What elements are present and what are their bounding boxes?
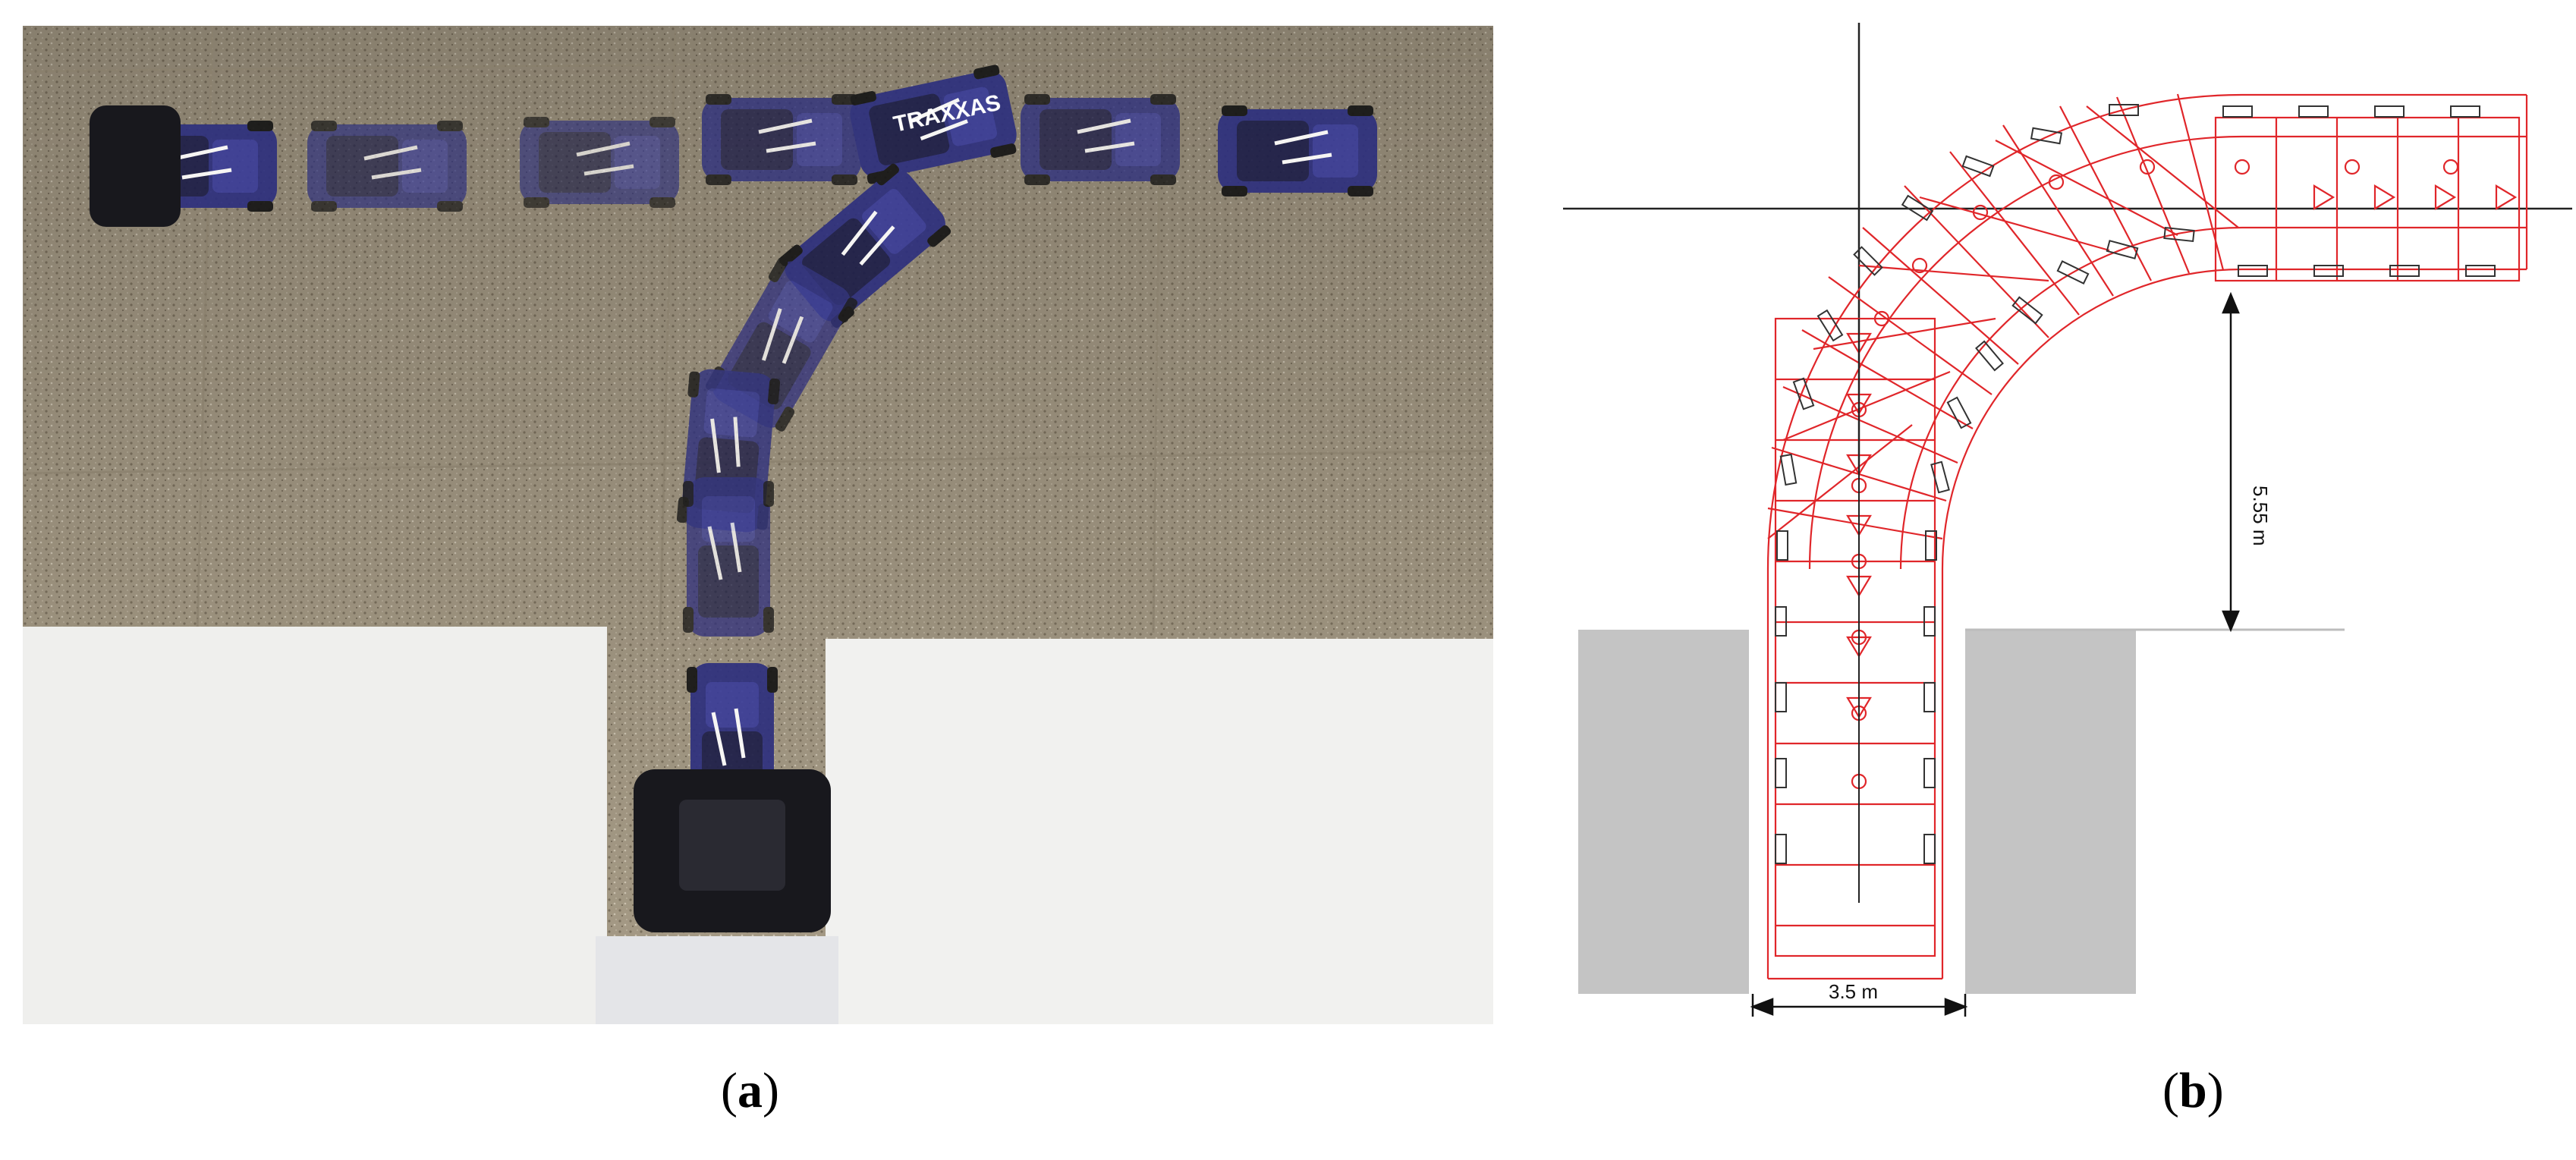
photo-panel-a: TRAXXAS	[23, 26, 1493, 1024]
caption-b: (b)	[2162, 1063, 2224, 1118]
wall-left	[1578, 630, 1749, 994]
turning-diagram: 5.55 m 3.5 m	[1563, 23, 2572, 1017]
wheel-markers	[1775, 104, 2496, 864]
dimension-width	[1750, 994, 1968, 1017]
foam-board-bottom	[596, 936, 838, 1024]
caption-a: (a)	[721, 1063, 779, 1118]
dimension-height-label: 5.55 m	[2249, 486, 2272, 546]
wall-right	[1965, 630, 2136, 994]
dimension-height	[2222, 291, 2240, 633]
foam-board-left	[23, 627, 607, 1024]
diagram-panel-b: 5.55 m 3.5 m	[1555, 15, 2572, 1032]
foam-board-right	[826, 639, 1493, 1024]
dimension-width-label: 3.5 m	[1829, 980, 1878, 1003]
photo-illustration: TRAXXAS	[23, 26, 1493, 1024]
car-rear	[90, 105, 181, 227]
swept-path	[1766, 93, 2528, 980]
